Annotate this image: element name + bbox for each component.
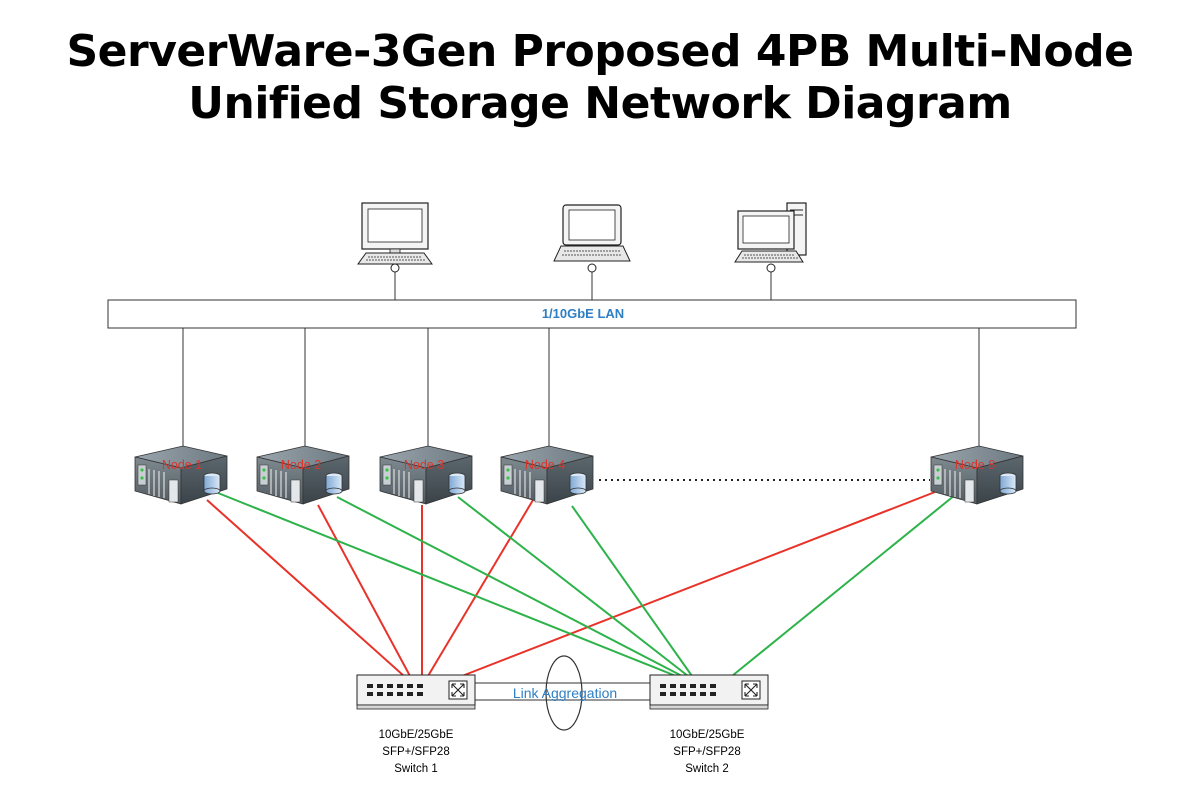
switch-2-ports: SFP+/SFP28 [673,746,740,758]
link-aggregation: Link Aggregation [475,655,650,731]
title-line-2: Unified Storage Network Diagram [188,78,1012,129]
switch2-links [217,492,956,677]
storage-node[interactable]: Node 8 [930,441,1024,505]
switch-2[interactable] [649,674,769,710]
link-aggregation-label: Link Aggregation [513,685,617,701]
switch-1-ports: SFP+/SFP28 [382,746,449,758]
storage-node[interactable]: Node 1 [134,441,228,505]
switch-1-label: 10GbE/25GbE SFP+/SFP28 Switch 1 [379,729,454,775]
node-label: Node 4 [525,458,565,472]
node-label: Node 2 [281,458,321,472]
switch1-links [206,491,936,677]
switch-2-label: 10GbE/25GbE SFP+/SFP28 Switch 2 [670,729,745,775]
switch-2-name: Switch 2 [685,763,728,775]
node-label: Node 8 [955,458,995,472]
storage-node[interactable]: Node 3 [379,441,473,505]
switch-2-speed: 10GbE/25GbE [670,729,745,741]
switch-1-speed: 10GbE/25GbE [379,729,454,741]
switch-1[interactable] [356,674,476,710]
storage-node[interactable]: Node 2 [256,441,350,505]
node-label: Node 3 [404,458,444,472]
node-label: Node 1 [162,458,202,472]
lan-bus [107,299,1077,329]
title-line-1: ServerWare-3Gen Proposed 4PB Multi-Node [66,26,1134,77]
monitor-keyboard-icon [357,202,433,273]
page-title: ServerWare-3Gen Proposed 4PB Multi-Node … [0,26,1200,130]
switch-1-name: Switch 1 [394,763,437,775]
lan-label: 1/10GbE LAN [542,306,624,321]
laptop-icon [553,204,631,273]
storage-node[interactable]: Node 4 [500,441,594,505]
desktop-tower-icon [734,202,807,273]
